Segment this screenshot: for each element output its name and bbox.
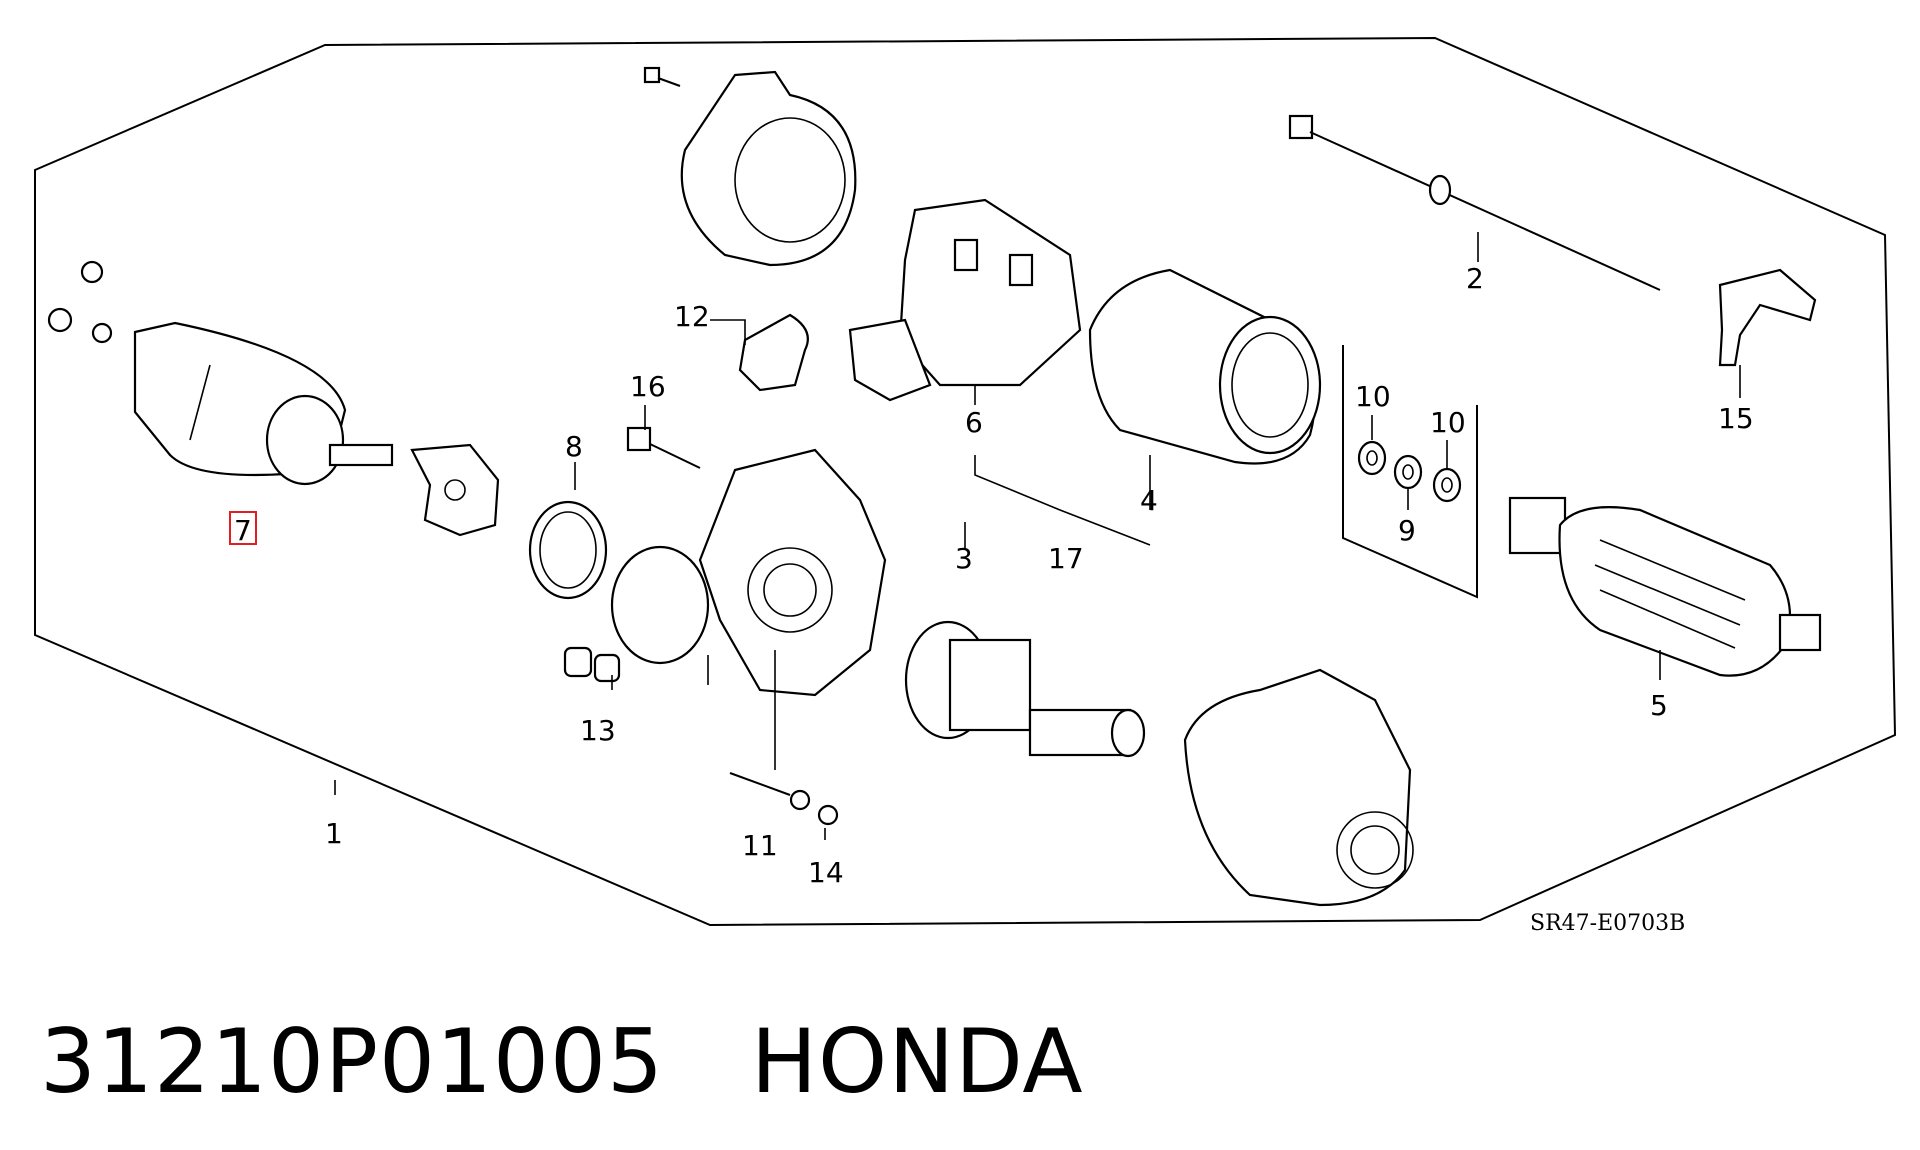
callout-6: 6 bbox=[965, 406, 983, 439]
gear-housing-part bbox=[610, 448, 887, 697]
screw-part bbox=[643, 66, 681, 87]
callout-8: 8 bbox=[565, 430, 583, 463]
callout-14: 14 bbox=[808, 856, 844, 889]
brush-spring-part bbox=[738, 313, 809, 392]
callout-7-highlight bbox=[229, 511, 257, 545]
bushing-part bbox=[563, 646, 621, 683]
washer-set bbox=[1342, 345, 1478, 599]
assembly-boundary bbox=[34, 36, 1897, 927]
bracket-part bbox=[1718, 268, 1817, 367]
part-number: 31210P01005 bbox=[40, 1010, 664, 1113]
callout-16: 16 bbox=[630, 370, 666, 403]
callout-labels: 1 2 3 4 5 6 7 8 9 10 10 11 12 13 14 15 1… bbox=[229, 262, 1754, 889]
armature-part bbox=[1508, 496, 1822, 677]
callout-15: 15 bbox=[1718, 402, 1754, 435]
callout-2: 2 bbox=[1466, 262, 1484, 295]
callout-4: 4 bbox=[1140, 484, 1158, 517]
leader-lines bbox=[334, 232, 1741, 840]
callout-1: 1 bbox=[325, 817, 343, 850]
end-cover-part bbox=[680, 70, 857, 267]
solenoid-part bbox=[47, 260, 394, 486]
small-bolt-part bbox=[729, 772, 839, 826]
brand-name: HONDA bbox=[750, 1010, 1084, 1113]
callout-12: 12 bbox=[674, 300, 710, 333]
cover-plate-part bbox=[410, 443, 500, 537]
callout-17: 17 bbox=[1048, 542, 1084, 575]
pinion-gear-part bbox=[904, 620, 1146, 758]
seal-ring-part bbox=[528, 500, 608, 600]
callout-9: 9 bbox=[1398, 514, 1416, 547]
callout-5: 5 bbox=[1650, 689, 1668, 722]
through-bolt-part bbox=[1288, 114, 1661, 291]
part-caption: 31210P01005 HONDA bbox=[40, 1010, 1084, 1113]
callout-3: 3 bbox=[955, 542, 973, 575]
callout-7: 7 bbox=[234, 514, 252, 547]
bolt-part bbox=[626, 426, 701, 469]
callout-10a: 10 bbox=[1355, 380, 1391, 413]
brush-holder-part bbox=[848, 198, 1082, 402]
callout-10b: 10 bbox=[1430, 406, 1466, 439]
diagram-reference-code: SR47-E0703B bbox=[1530, 911, 1685, 936]
callout-11: 11 bbox=[742, 829, 778, 862]
front-bracket-part bbox=[1183, 668, 1414, 907]
callout-13: 13 bbox=[580, 714, 616, 747]
yoke-part bbox=[1088, 268, 1322, 465]
